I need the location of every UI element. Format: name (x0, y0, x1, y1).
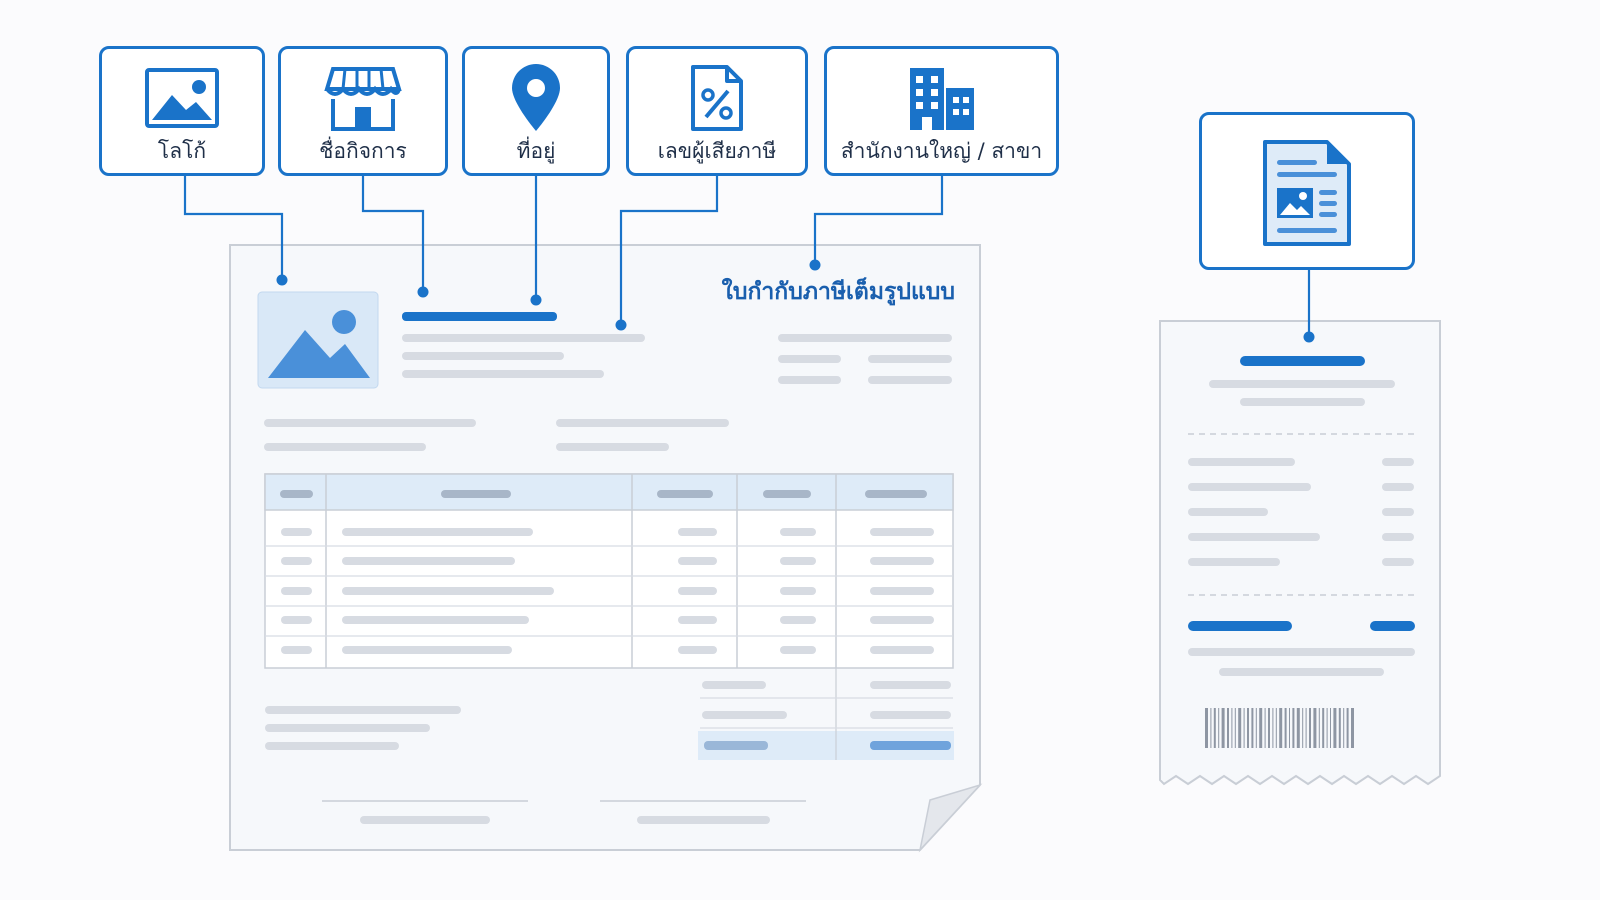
signature-label (637, 816, 770, 824)
barcode-bar (1210, 708, 1212, 748)
barcode-bar (1292, 708, 1295, 748)
connector-branch (813, 176, 944, 265)
document-icon (1202, 137, 1412, 249)
connector-taxid (619, 176, 719, 325)
barcode-bar (1318, 708, 1320, 748)
receipt-total-label (1188, 621, 1292, 631)
label-business-name-text: ชื่อกิจการ (319, 139, 407, 163)
barcode (1205, 708, 1354, 748)
note-line (265, 724, 430, 732)
barcode-bar (1326, 708, 1328, 748)
label-tax-id-text: เลขผู้เสียภาษี (657, 139, 777, 163)
page-curl (918, 783, 983, 853)
label-business-name: ชื่อกิจการ (278, 46, 448, 176)
label-address-text: ที่อยู่ (516, 139, 556, 163)
receipt-total-value (1370, 621, 1415, 631)
connectors (183, 176, 1311, 336)
barcode-bar (1255, 708, 1257, 748)
doc-info-line (868, 376, 952, 384)
totals-block (698, 668, 954, 760)
invoice-title: ใบกำกับภาษีเต็มรูปแบบ (721, 279, 955, 305)
barcode-bar (1302, 708, 1304, 748)
customer-line (264, 443, 426, 451)
invoice-document (229, 244, 983, 853)
items-table (264, 473, 954, 669)
label-address: ที่อยู่ (462, 46, 610, 176)
label-logo-text: โลโก้ (157, 139, 207, 163)
address-line (402, 370, 604, 378)
receipt-header-bar (1240, 356, 1365, 366)
barcode-bar (1234, 708, 1236, 748)
barcode-bar (1284, 708, 1287, 748)
barcode-bar (1247, 708, 1249, 748)
barcode-bar (1264, 708, 1266, 748)
label-branch: สำนักงานใหญ่ / สาขา (824, 46, 1059, 176)
barcode-bar (1259, 708, 1263, 748)
label-branch-text: สำนักงานใหญ่ / สาขา (840, 139, 1043, 163)
note-line (265, 742, 399, 750)
barcode-bar (1243, 708, 1245, 748)
barcode-bar (1313, 708, 1317, 748)
address-line (402, 352, 564, 360)
note-line (265, 706, 461, 714)
doc-info-line (778, 334, 952, 342)
barcode-bar (1322, 708, 1325, 748)
barcode-bar (1351, 708, 1354, 748)
customer-line (556, 419, 729, 427)
barcode-bar (1272, 708, 1274, 748)
table-header (264, 473, 954, 511)
barcode-bar (1333, 708, 1337, 748)
signature-label (360, 816, 490, 824)
barcode-bar (1330, 708, 1331, 748)
building-icon (827, 61, 1056, 135)
business-name-bar (402, 312, 557, 321)
barcode-bar (1275, 708, 1277, 748)
barcode-bar (1205, 708, 1208, 748)
barcode-bar (1238, 708, 1242, 748)
barcode-bar (1251, 708, 1254, 748)
label-logo: โลโก้ (99, 46, 265, 176)
receipt-items (1188, 458, 1414, 566)
barcode-bar (1227, 708, 1229, 748)
barcode-bar (1305, 708, 1307, 748)
barcode-bar (1279, 708, 1283, 748)
barcode-bar (1343, 708, 1345, 748)
doc-info-line (868, 355, 952, 363)
barcode-bar (1309, 708, 1311, 748)
connector-logo (183, 176, 284, 278)
barcode-bar (1231, 708, 1233, 748)
doc-info-line (778, 355, 841, 363)
customer-line (264, 419, 476, 427)
customer-line (556, 443, 669, 451)
connector-dots (276, 259, 1315, 343)
barcode-bar (1213, 708, 1216, 748)
barcode-bar (1221, 708, 1225, 748)
receipt-document (1159, 320, 1441, 786)
connector-business (361, 176, 425, 292)
image-icon (102, 61, 262, 135)
barcode-bar (1289, 708, 1290, 748)
tax-document-icon (629, 61, 805, 135)
barcode-bar (1338, 708, 1341, 748)
address-line (402, 334, 645, 342)
store-icon (281, 61, 445, 135)
barcode-bar (1346, 708, 1349, 748)
logo-placeholder-icon (257, 291, 379, 389)
barcode-bar (1218, 708, 1220, 748)
label-receipt (1199, 112, 1415, 270)
label-tax-id: เลขผู้เสียภาษี (626, 46, 808, 176)
barcode-bar (1296, 708, 1300, 748)
doc-info-line (778, 376, 841, 384)
location-pin-icon (465, 61, 607, 135)
barcode-bar (1268, 708, 1270, 748)
